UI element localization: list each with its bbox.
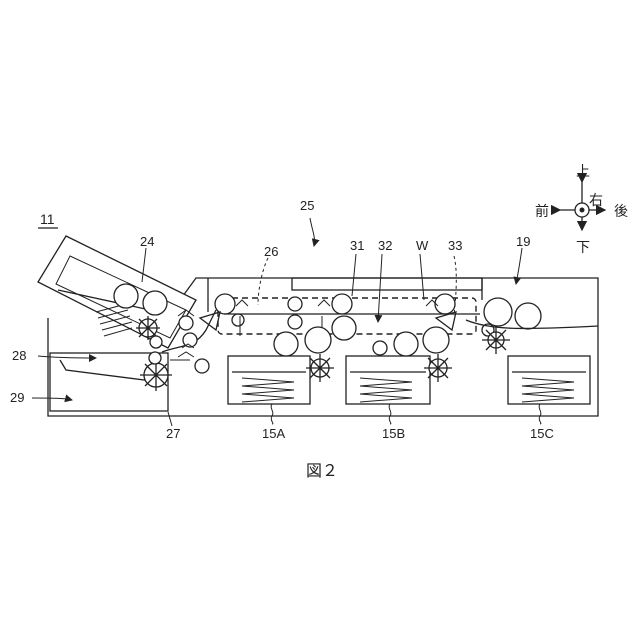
label-27: 27 xyxy=(166,426,180,441)
direction-down-label: 下 xyxy=(576,239,590,255)
direction-up-label: 上 xyxy=(576,163,590,179)
direction-front-label: 前 xyxy=(535,203,549,219)
label-11: 11 xyxy=(40,211,55,227)
label-15C: 15C xyxy=(530,426,554,441)
label-15A: 15A xyxy=(262,426,285,441)
label-31: 31 xyxy=(350,238,364,253)
direction-right-label: 右 xyxy=(589,192,603,208)
process-unit-15B xyxy=(346,327,452,404)
figure-caption: 図２ xyxy=(306,461,338,480)
label-33: 33 xyxy=(448,238,462,253)
label-W: W xyxy=(416,238,429,253)
label-15B: 15B xyxy=(382,426,405,441)
label-28: 28 xyxy=(12,348,26,363)
process-unit-15C xyxy=(466,298,598,404)
label-25: 25 xyxy=(300,198,314,213)
label-24: 24 xyxy=(140,234,154,249)
label-32: 32 xyxy=(378,238,392,253)
process-unit-15A xyxy=(228,327,334,404)
label-29: 29 xyxy=(10,390,24,405)
direction-compass: 上 下 前 後 右 xyxy=(535,163,628,255)
direction-back-label: 後 xyxy=(614,203,628,219)
label-19: 19 xyxy=(516,234,530,249)
label-26: 26 xyxy=(264,244,278,259)
manual-feed-tray xyxy=(38,236,196,348)
